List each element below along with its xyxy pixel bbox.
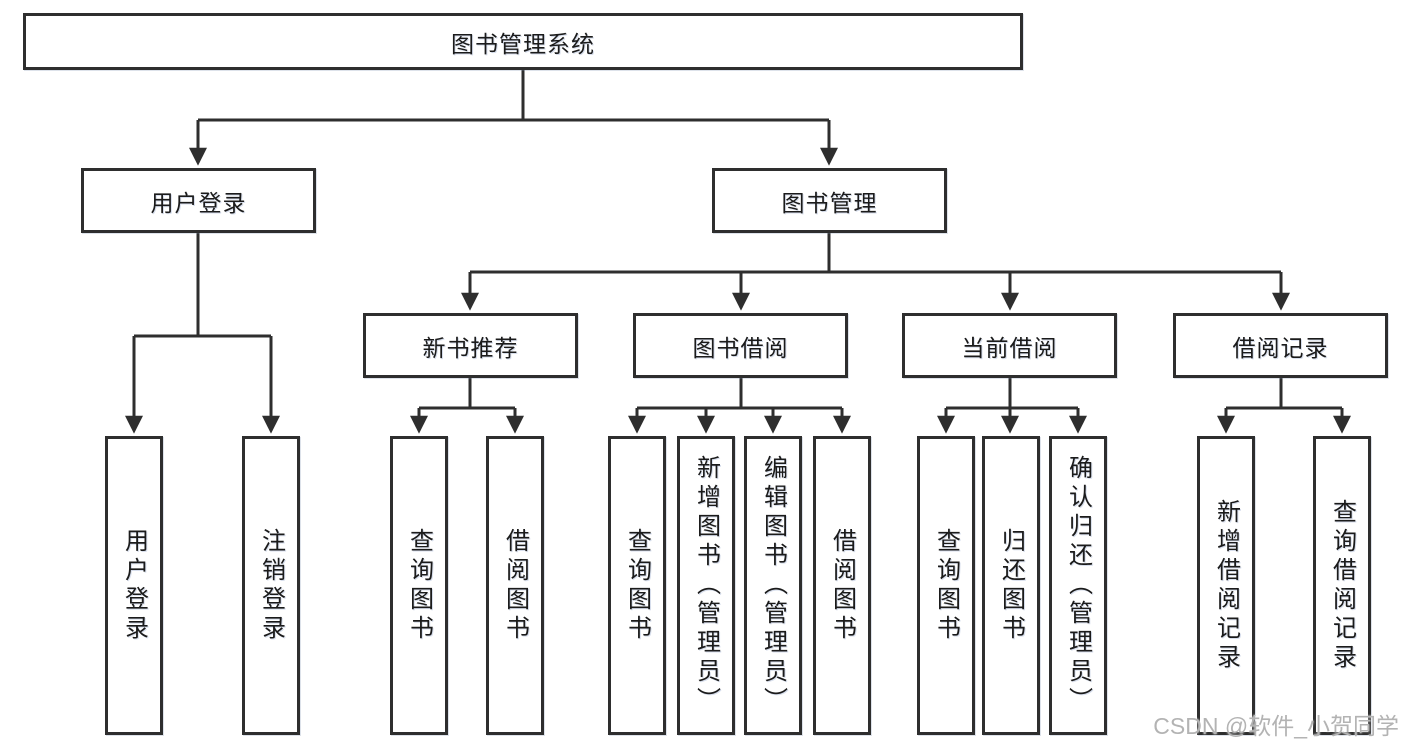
node-label: 当前借阅 — [961, 334, 1058, 361]
node-book-management: 图书管理 — [712, 168, 947, 233]
node-new-book-recommend: 新书推荐 — [363, 313, 578, 378]
node-label: 新增借阅记录 — [1212, 498, 1240, 673]
node-label: 图书管理 — [781, 189, 878, 216]
node-label: 归还图书 — [997, 527, 1025, 644]
node-label: 查询借阅记录 — [1328, 498, 1356, 673]
leaf-user-login: 用户登录 — [105, 436, 163, 735]
node-label: 查询图书 — [932, 527, 960, 644]
leaf-query-borrow-record: 查询借阅记录 — [1313, 436, 1371, 735]
leaf-add-borrow-record: 新增借阅记录 — [1197, 436, 1255, 735]
node-label: 新增图书（管理员） — [692, 455, 720, 716]
leaf-borrow-books: 借阅图书 — [813, 436, 871, 735]
leaf-query-books-recommend: 查询图书 — [390, 436, 448, 735]
node-label: 借阅图书 — [501, 527, 529, 644]
leaf-edit-books-admin: 编辑图书（管理员） — [744, 436, 802, 735]
node-label: 图书管理系统 — [451, 30, 595, 57]
leaf-borrow-books-recommend: 借阅图书 — [486, 436, 544, 735]
leaf-add-books-admin: 新增图书（管理员） — [677, 436, 735, 735]
leaf-logout: 注销登录 — [242, 436, 300, 735]
leaf-confirm-return-admin: 确认归还（管理员） — [1049, 436, 1107, 735]
leaf-query-books-borrow: 查询图书 — [608, 436, 666, 735]
node-label: 确认归还（管理员） — [1064, 455, 1092, 716]
node-label: 借阅图书 — [828, 527, 856, 644]
node-current-borrowing: 当前借阅 — [902, 313, 1117, 378]
node-label: 用户登录 — [150, 189, 247, 216]
node-user-login: 用户登录 — [81, 168, 316, 233]
node-label: 借阅记录 — [1232, 334, 1329, 361]
node-library-system-root: 图书管理系统 — [23, 13, 1023, 70]
node-borrowing-records: 借阅记录 — [1173, 313, 1388, 378]
node-label: 注销登录 — [257, 527, 285, 644]
node-label: 查询图书 — [405, 527, 433, 644]
node-label: 新书推荐 — [422, 334, 519, 361]
node-label: 图书借阅 — [692, 334, 789, 361]
node-book-borrowing: 图书借阅 — [633, 313, 848, 378]
leaf-query-books-current: 查询图书 — [917, 436, 975, 735]
node-label: 查询图书 — [623, 527, 651, 644]
node-label: 用户登录 — [120, 527, 148, 644]
node-label: 编辑图书（管理员） — [759, 455, 787, 716]
leaf-return-books: 归还图书 — [982, 436, 1040, 735]
